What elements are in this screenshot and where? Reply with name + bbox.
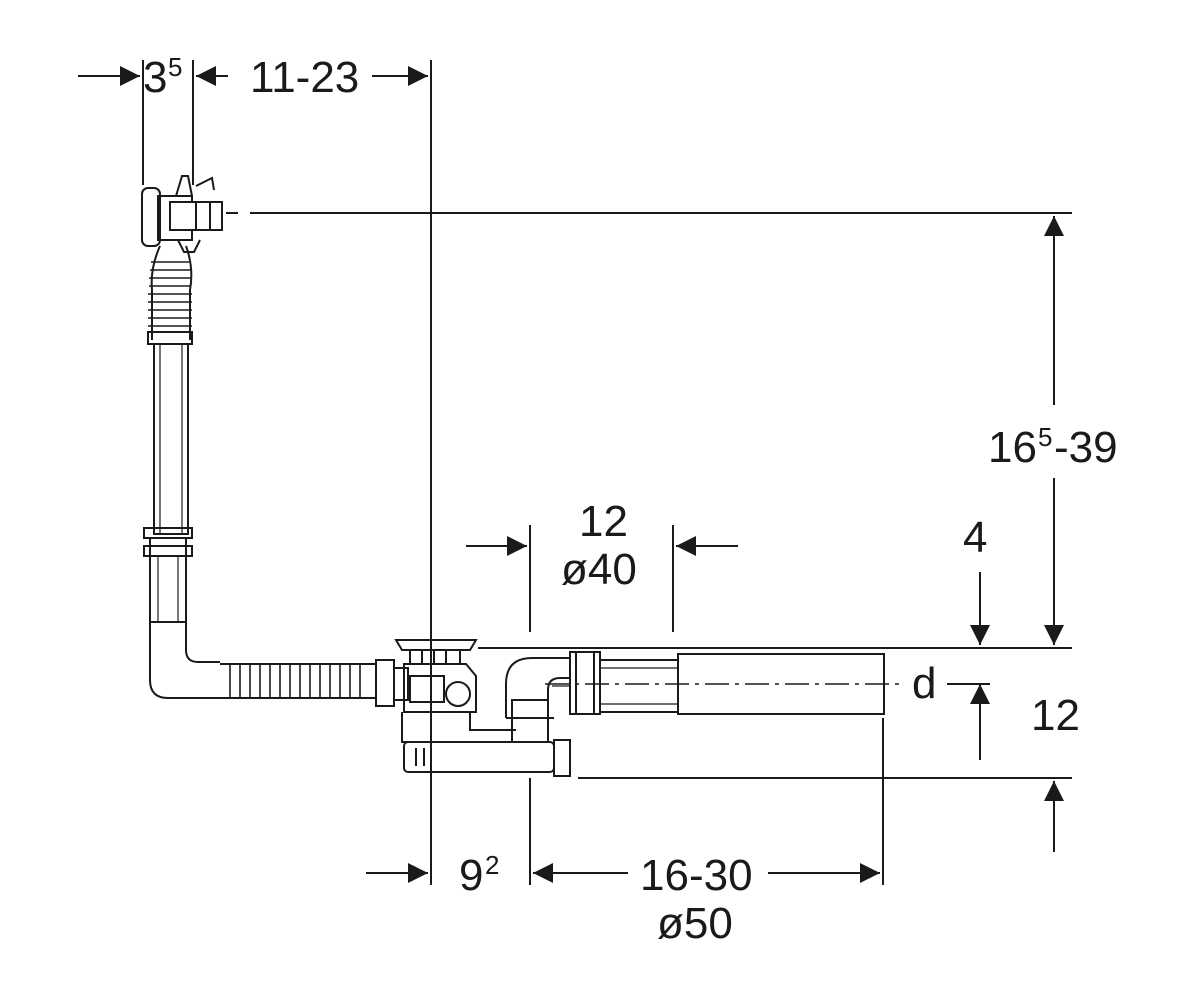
dim-bottom-span: 16-30 [640,851,753,900]
dim-overflow-width-sup: 5 [168,52,182,82]
dim-outlet-diameter: ø40 [561,545,637,594]
outlet-pipe [599,653,885,715]
dim-height-range: 16 5 -39 [988,422,1118,472]
dim-right-height: 12 [1031,691,1080,740]
dim-height-sup: 5 [1038,422,1052,452]
dim-height-base: 16 [988,423,1037,472]
dim-top-gap: 4 [963,513,987,562]
dim-bottom-left: 9 2 [459,850,499,900]
dim-outlet-offset: 12 [579,497,628,546]
overflow-head [141,175,238,253]
dim-overflow-width: 3 5 [143,52,182,102]
dim-height-rest: -39 [1054,423,1118,472]
dim-bottom-left-value: 9 [459,851,483,900]
overflow-tube [143,245,220,699]
dim-overflow-to-drain: 11-23 [250,53,359,102]
dim-bottom-left-sup: 2 [485,850,499,880]
outlet-elbow [505,651,601,718]
drain-trap-body [394,639,571,777]
connector-hose [220,659,409,707]
dim-d-label: d [912,659,936,708]
dim-overflow-width-value: 3 [143,53,167,102]
dim-bottom-diameter: ø50 [657,899,733,948]
